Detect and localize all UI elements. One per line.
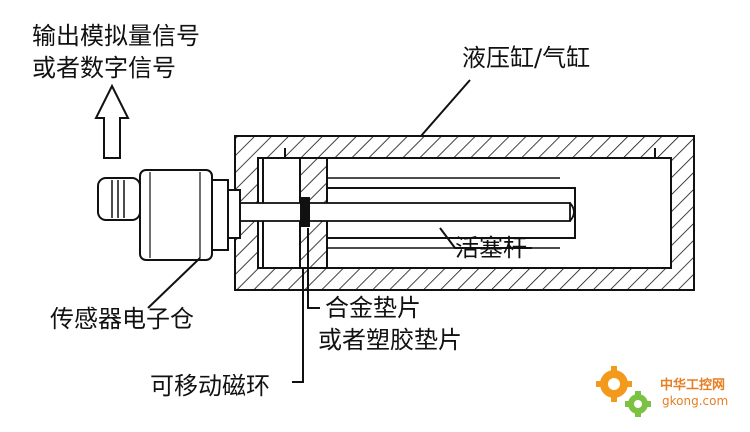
label-magnet-ring: 可移动磁环 — [150, 372, 270, 400]
label-output-line1: 输出模拟量信号 — [32, 22, 200, 50]
leader-sensor-housing — [147, 257, 201, 309]
sensor-housing — [139, 169, 241, 261]
sensor-connector — [97, 177, 141, 221]
label-gasket-line1: 合金垫片 — [325, 294, 421, 322]
label-piston-rod: 活塞杆 — [455, 234, 527, 262]
leader-magnet-ring — [292, 268, 304, 383]
label-cylinder: 液压缸/气缸 — [462, 44, 591, 72]
watermark-gear-icon — [596, 366, 651, 417]
leader-lines — [147, 79, 532, 383]
label-sensor-housing: 传感器电子仓 — [50, 305, 194, 333]
leader-cylinder — [420, 79, 471, 137]
output-arrow-up — [94, 83, 130, 159]
leader-piston-rod — [439, 227, 532, 249]
gasket — [300, 197, 310, 227]
watermark-site-name: 中华工控网 — [660, 378, 726, 393]
sensor-rod — [239, 202, 575, 222]
leader-gasket — [307, 228, 320, 309]
watermark-domain: gkong.com — [662, 394, 729, 408]
label-output-line2: 或者数字信号 — [32, 54, 176, 82]
label-gasket-line2: 或者塑胶垫片 — [318, 326, 462, 354]
